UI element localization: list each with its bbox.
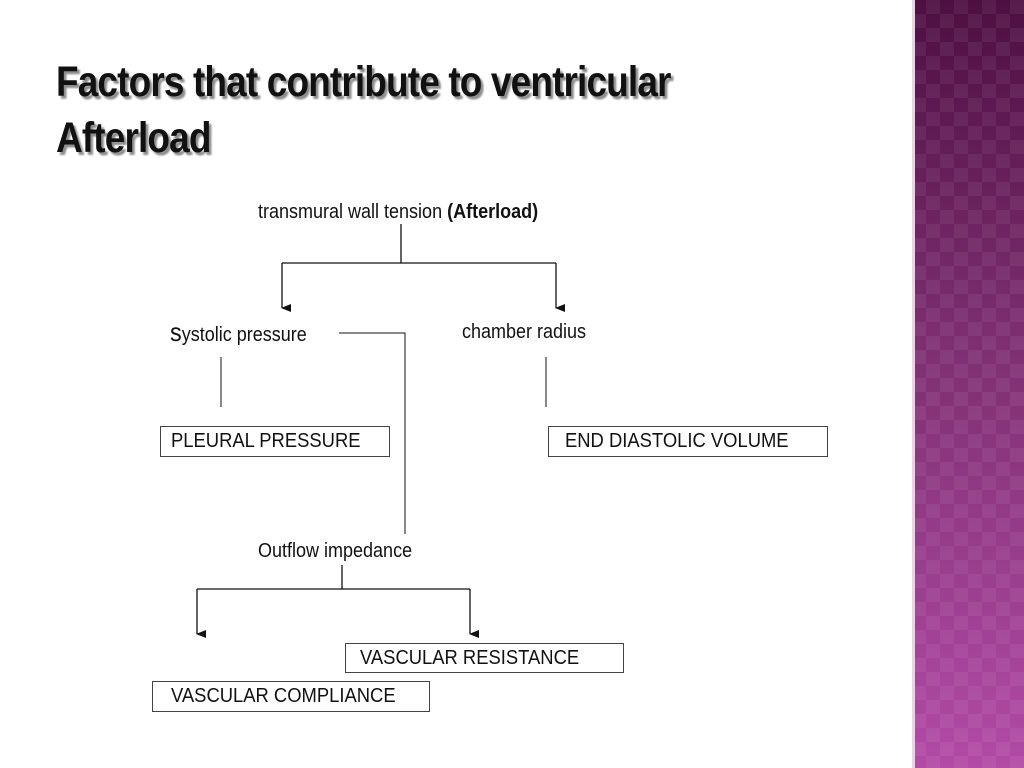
connector-systolic-outflow	[339, 332, 406, 534]
node-root-emphasis: (Afterload)	[447, 201, 539, 223]
node-vascular-compliance-label: VASCULAR COMPLIANCE	[171, 685, 396, 707]
title-line-1: Factors that contribute to ventricular	[56, 58, 671, 106]
node-end-diastolic-volume: END DIASTOLIC VOLUME	[548, 426, 828, 457]
title-line-2: Afterload	[56, 114, 211, 162]
node-chamber-radius: chamber radius	[462, 321, 587, 343]
node-outflow-impedance: Outflow impedance	[258, 540, 413, 562]
node-pleural-pressure-label: PLEURAL PRESSURE	[171, 430, 361, 452]
slide-title: Factors that contribute to ventricular A…	[56, 54, 761, 166]
node-pleural-pressure: PLEURAL PRESSURE	[160, 426, 390, 457]
node-systolic-initial: s	[170, 317, 182, 347]
node-systolic-pressure: systolic pressure	[170, 317, 307, 347]
node-root-text: transmural wall tension	[258, 201, 448, 223]
node-vascular-resistance: VASCULAR RESISTANCE	[345, 643, 624, 673]
node-systolic-rest: ystolic pressure	[181, 324, 307, 346]
node-vascular-compliance: VASCULAR COMPLIANCE	[152, 681, 430, 712]
decorative-side-band	[912, 0, 1024, 768]
node-transmural-wall-tension: transmural wall tension (Afterload)	[258, 200, 538, 224]
node-vascular-resistance-label: VASCULAR RESISTANCE	[360, 647, 580, 669]
node-end-diastolic-volume-label: END DIASTOLIC VOLUME	[565, 430, 789, 452]
